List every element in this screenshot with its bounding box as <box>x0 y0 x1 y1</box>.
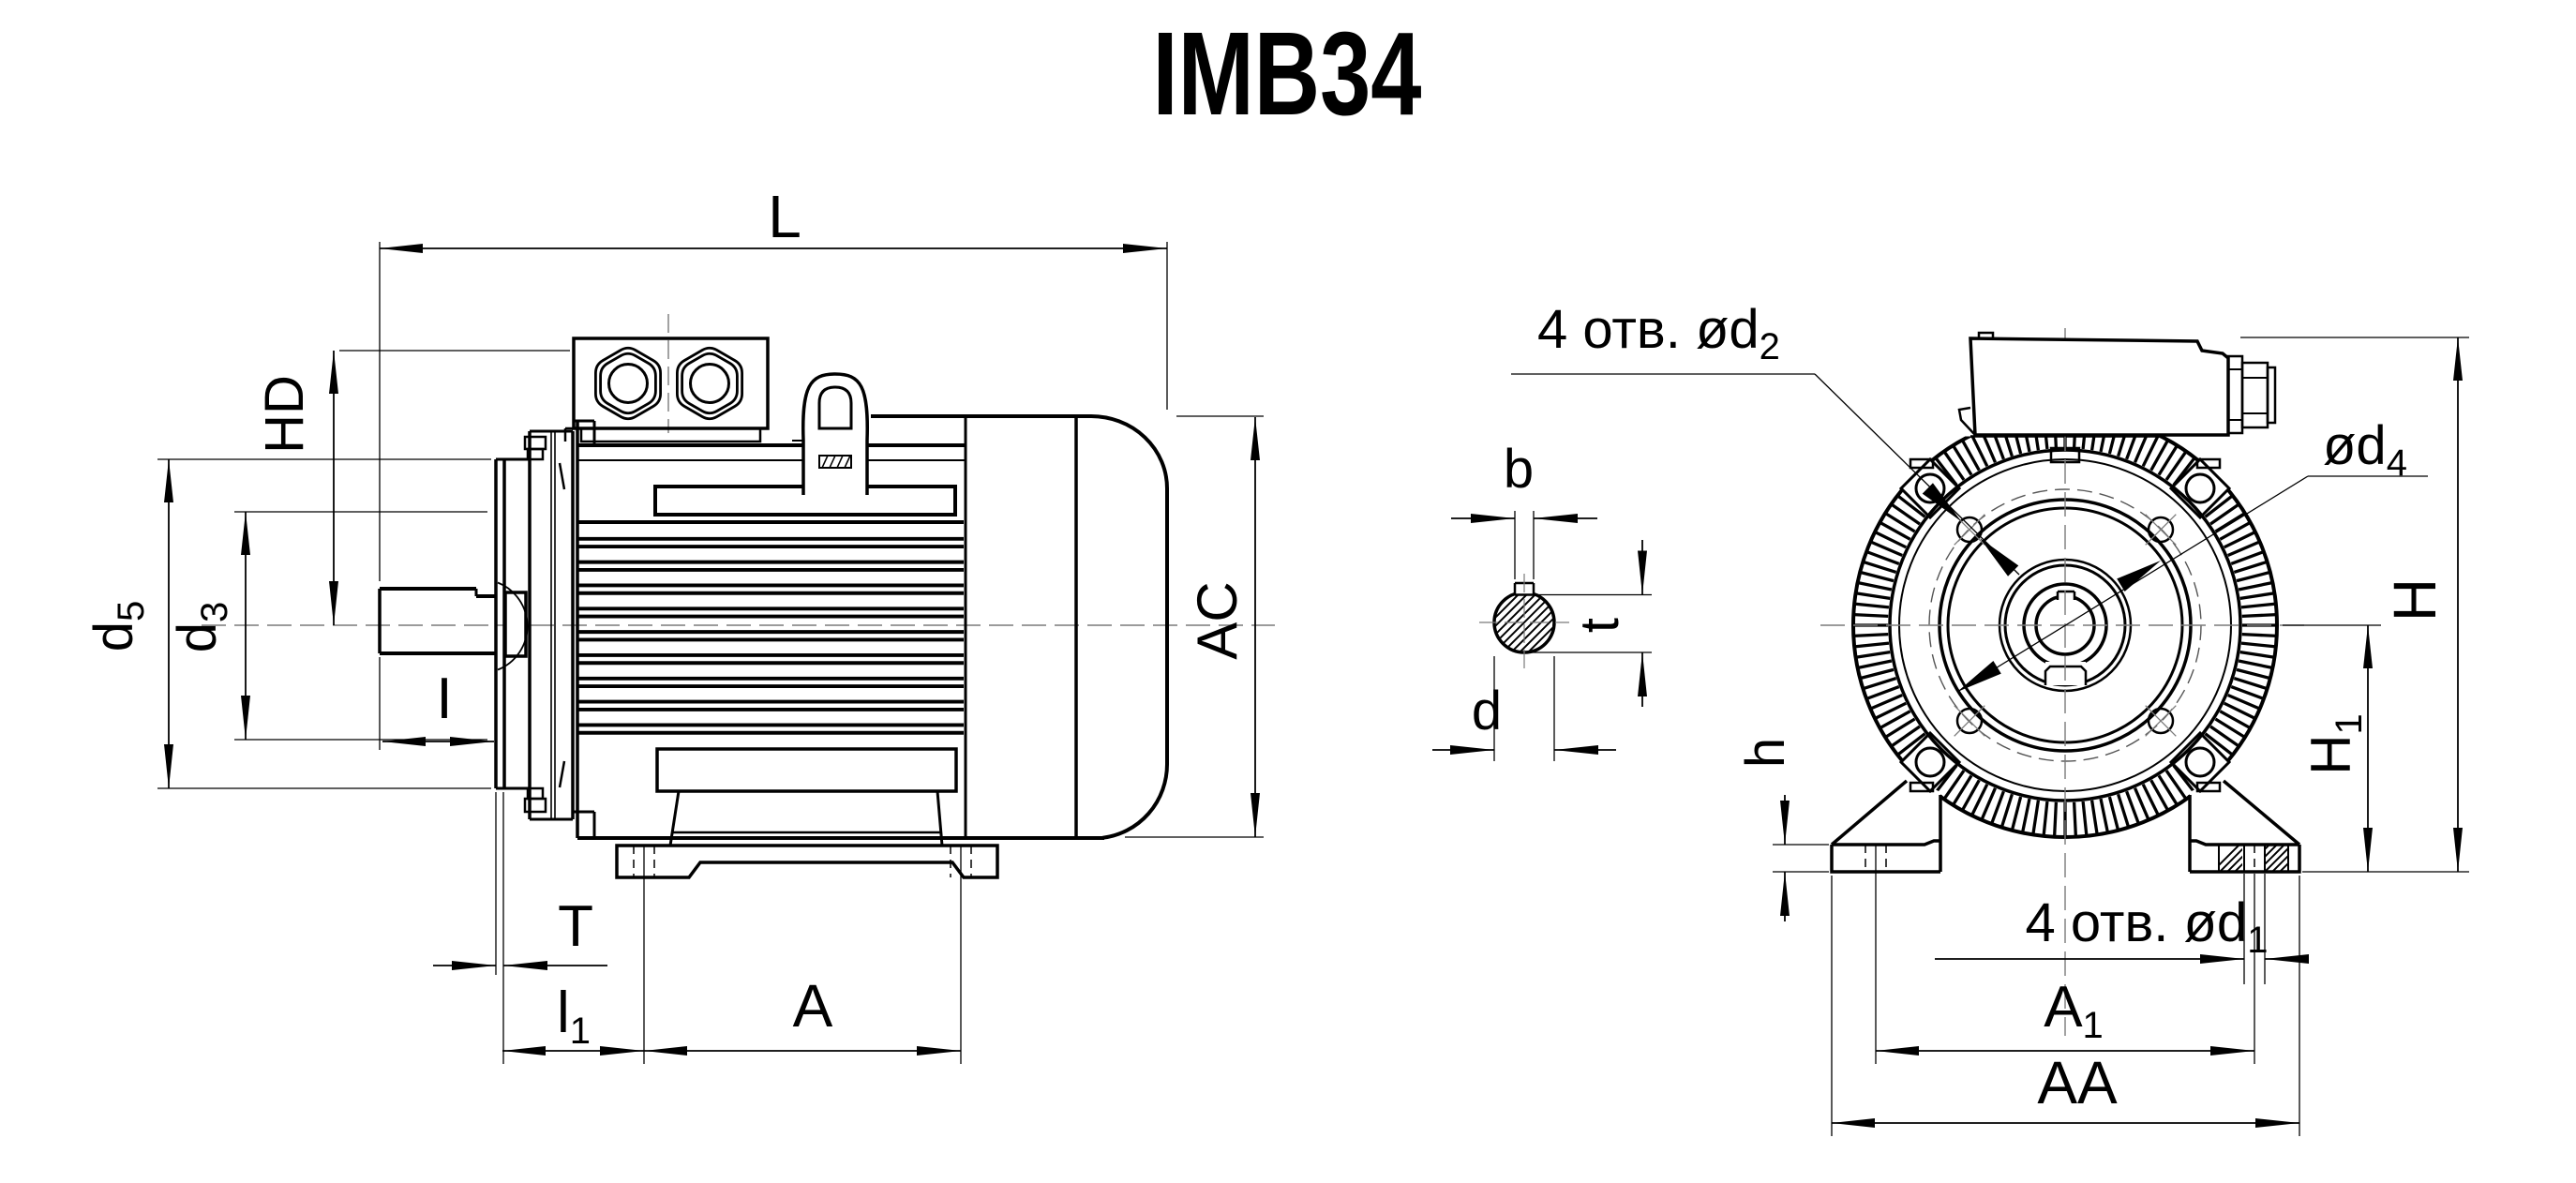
svg-text:4 отв. ød2: 4 отв. ød2 <box>1537 299 1780 367</box>
svg-text:4 отв. ød1: 4 отв. ød1 <box>2026 892 2269 961</box>
svg-text:t: t <box>1569 618 1630 633</box>
svg-text:h: h <box>1735 738 1796 768</box>
svg-text:I: I <box>436 666 452 731</box>
svg-text:HD: HD <box>254 375 315 454</box>
svg-text:L: L <box>768 183 801 250</box>
svg-text:IMB34: IMB34 <box>1153 7 1422 140</box>
svg-text:d3: d3 <box>167 602 235 653</box>
svg-text:AA: AA <box>2037 1049 2118 1116</box>
svg-text:ød4: ød4 <box>2323 415 2407 484</box>
svg-text:T: T <box>558 894 593 959</box>
svg-text:AC: AC <box>1186 581 1249 659</box>
svg-text:H: H <box>2381 578 2449 621</box>
svg-text:b: b <box>1504 439 1534 500</box>
svg-text:d: d <box>1472 681 1502 741</box>
svg-text:A: A <box>793 972 833 1040</box>
